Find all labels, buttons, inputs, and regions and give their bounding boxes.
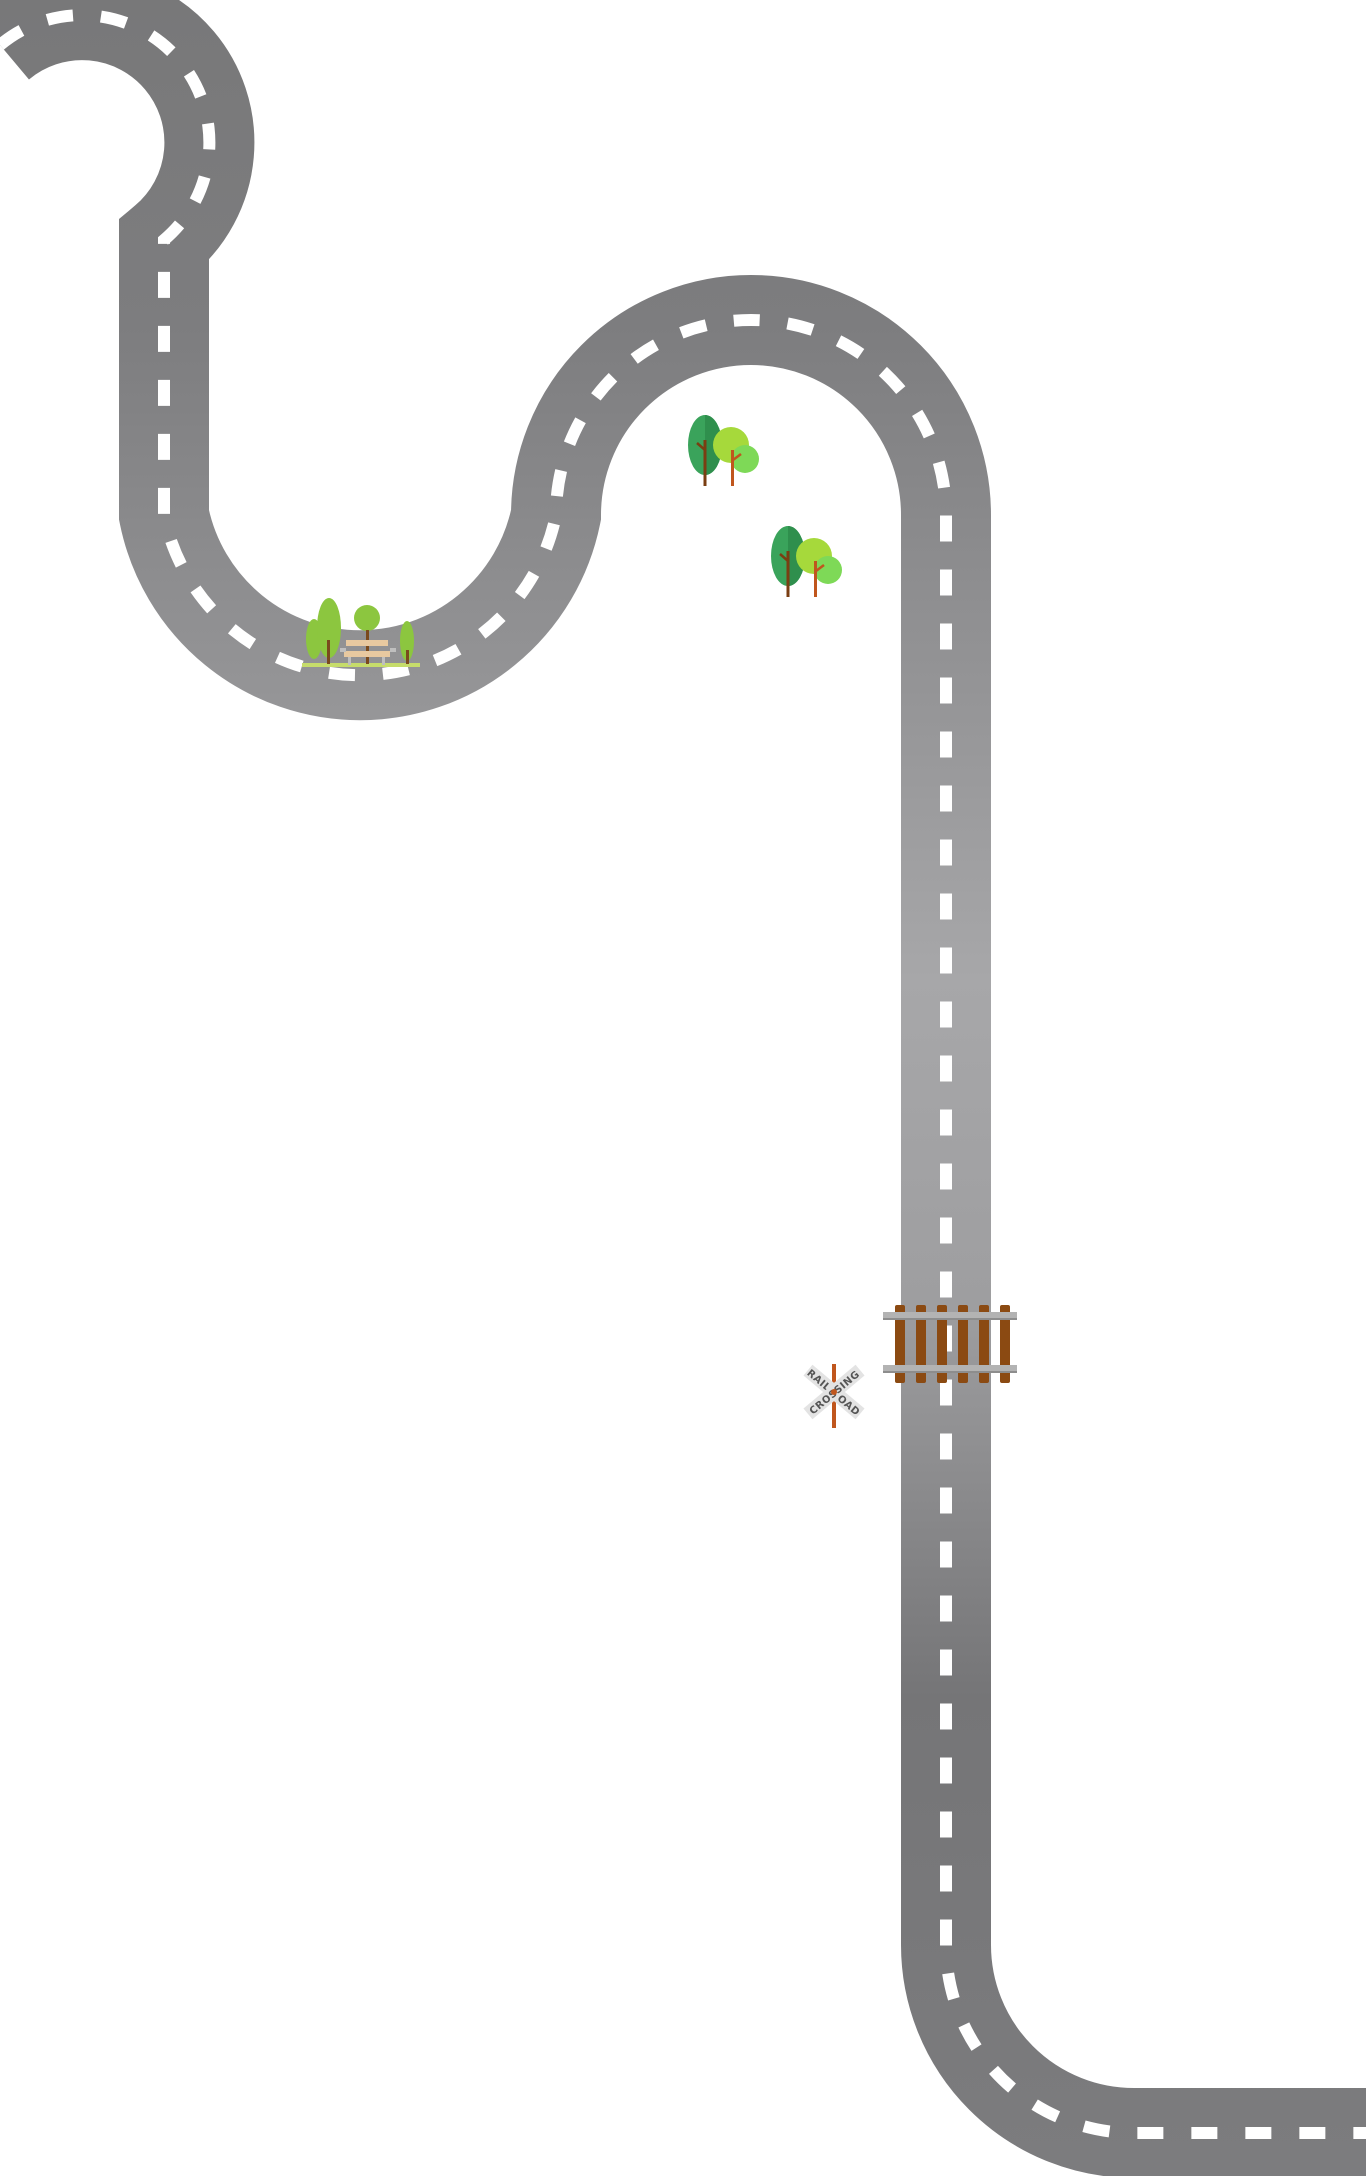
railroad-crossing-sign-icon: RAIL ROAD CROSSING bbox=[803, 1364, 865, 1428]
tree-cluster-upper-icon bbox=[688, 415, 759, 486]
railroad-track-icon bbox=[883, 1305, 1017, 1383]
park-icon bbox=[302, 598, 420, 667]
tree-cluster-lower-icon bbox=[771, 526, 842, 597]
